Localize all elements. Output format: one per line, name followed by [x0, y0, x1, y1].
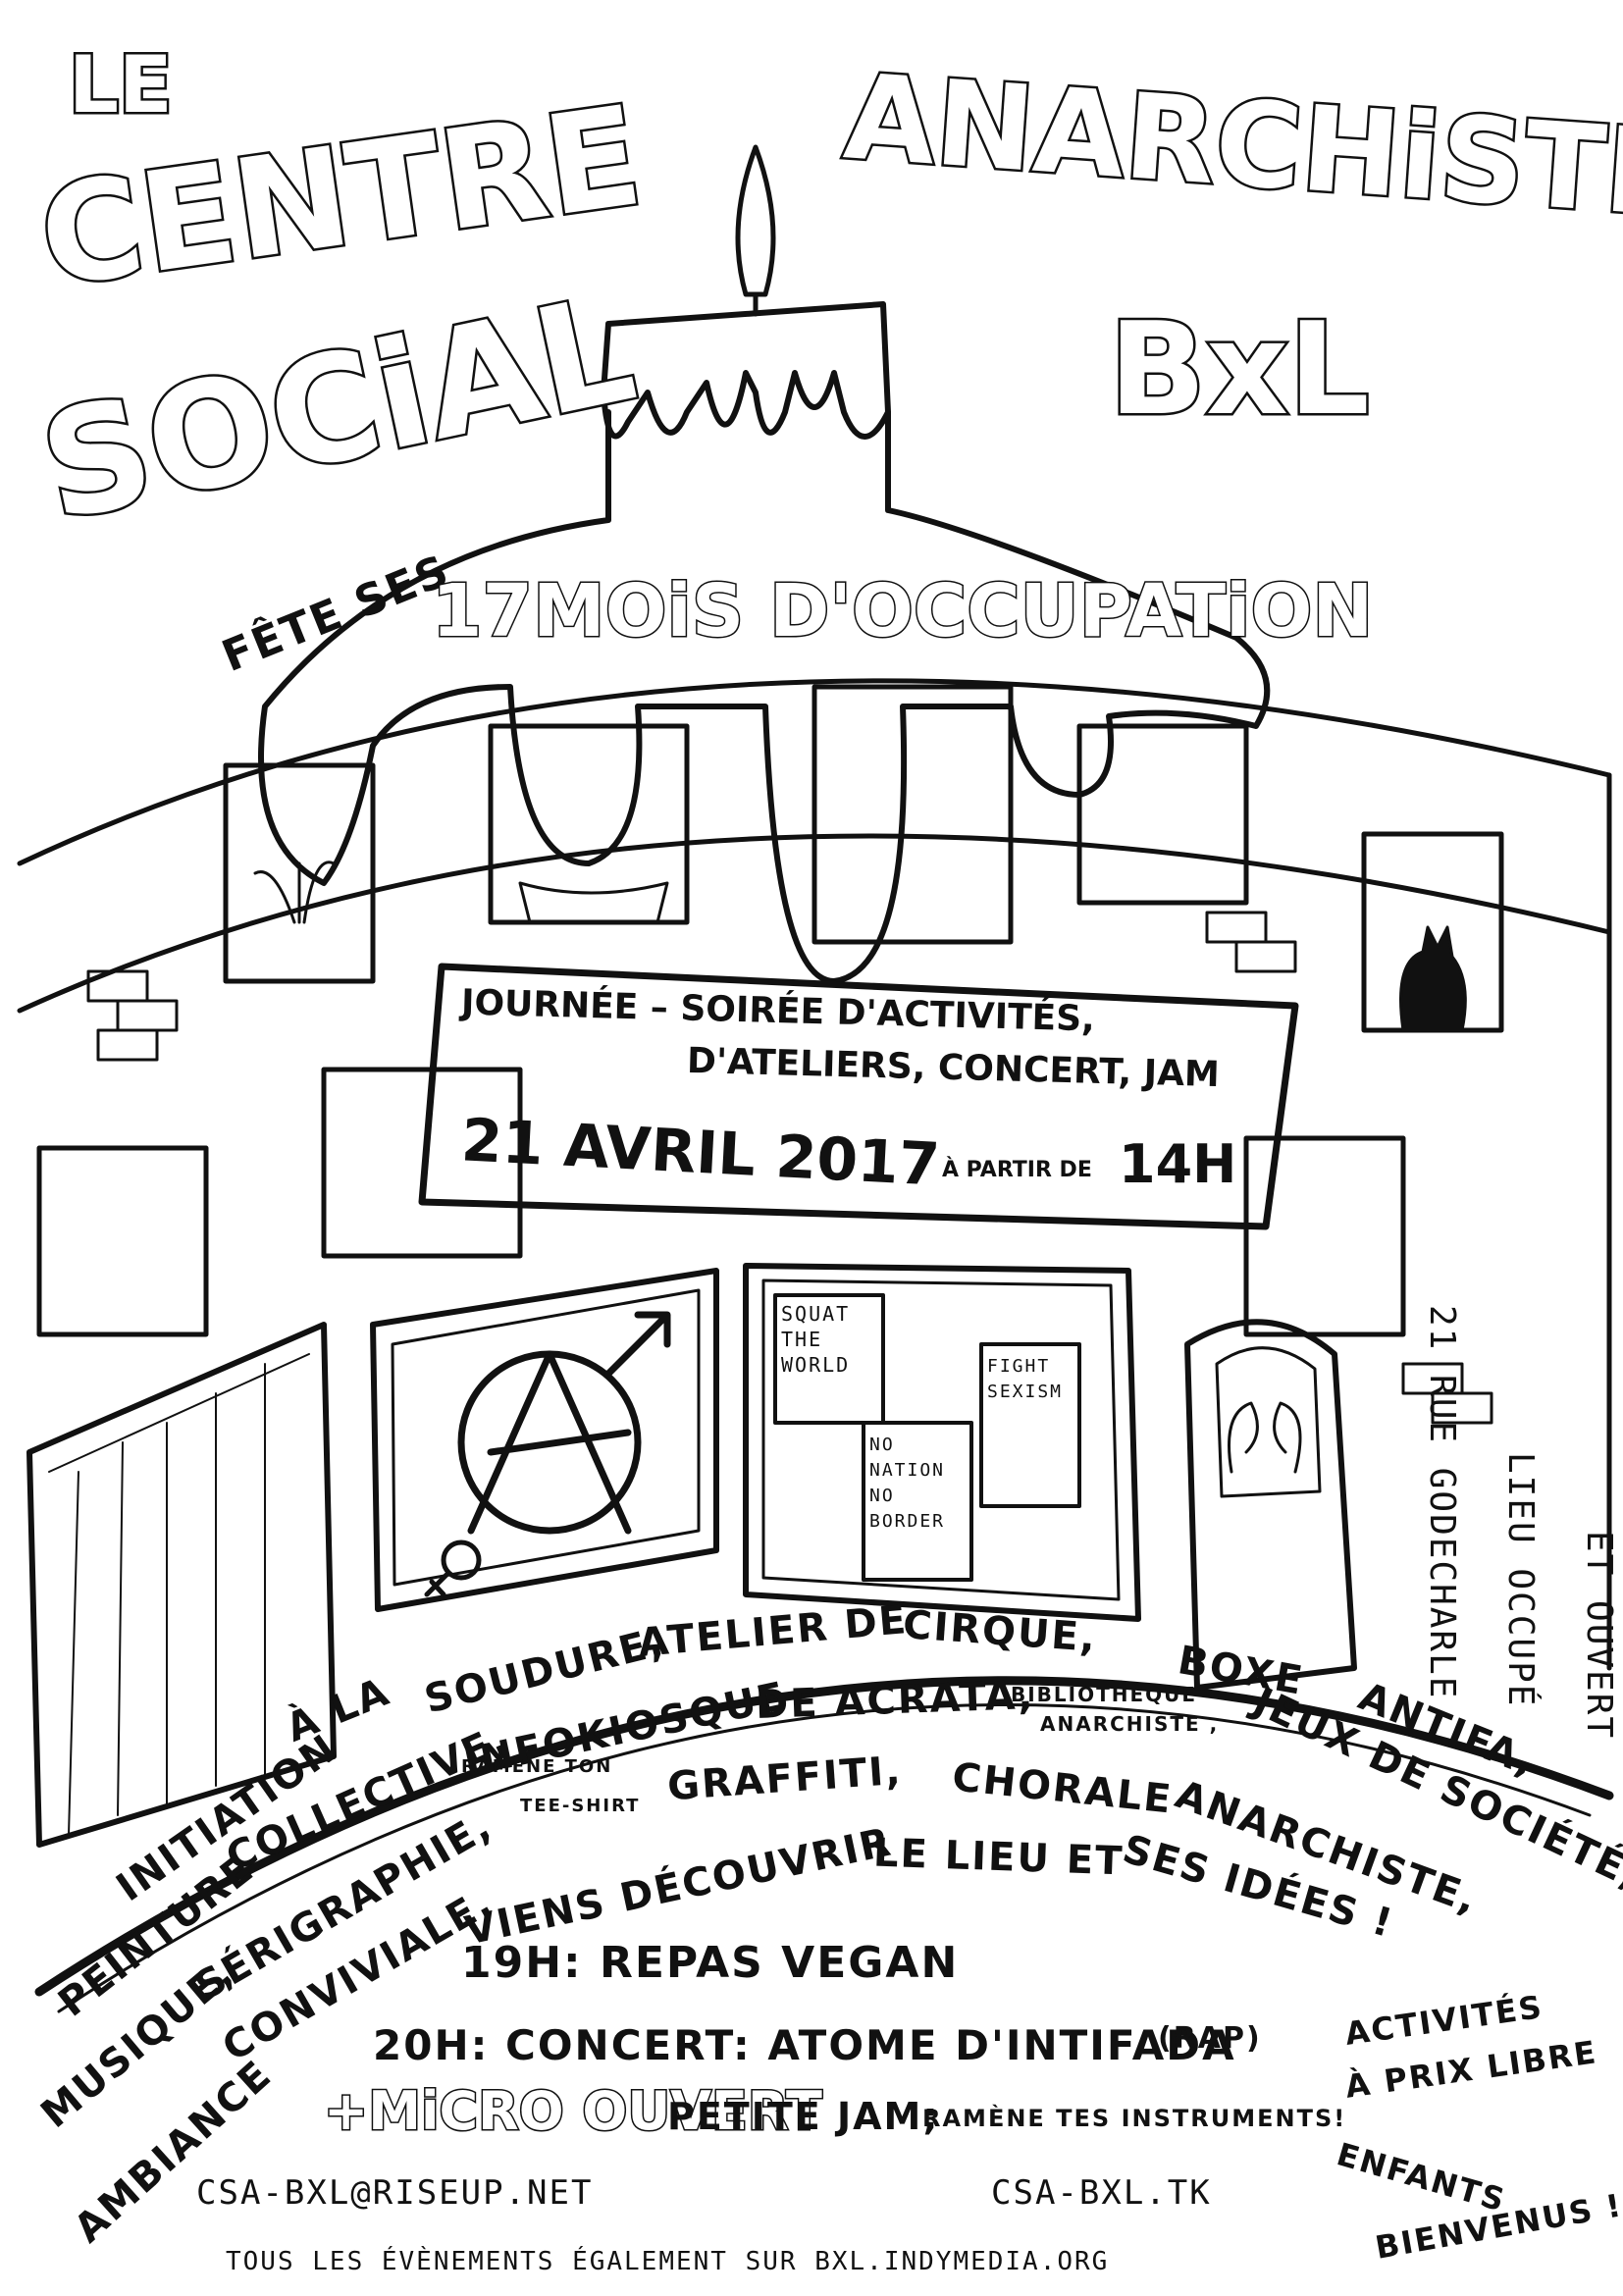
shop-window-right — [743, 1263, 1141, 1622]
shop-window-left — [370, 1268, 719, 1612]
poster-no-nation — [862, 1421, 973, 1582]
poster-squat-text: SQUAT THE WORLD — [781, 1301, 879, 1378]
plant-icon — [253, 861, 336, 924]
candle-icon — [601, 301, 891, 440]
poster-squat — [773, 1293, 885, 1425]
banner-a-partir: À PARTIR DE — [942, 1158, 1092, 1182]
schedule-instruments: RAMÈNE TES INSTRUMENTS! — [922, 2105, 1347, 2132]
address-line1: 21 RUE GODECHARLE — [1422, 1305, 1462, 1700]
title-bxl: BxL — [1107, 292, 1373, 446]
schedule-repas: 19H: REPAS VEGAN — [461, 1938, 960, 1988]
front-door — [1184, 1319, 1357, 1691]
schedule-jam: PETITE JAM; — [667, 2095, 940, 2138]
ramene-line2: TEE-SHIRT — [520, 1796, 641, 1816]
poster-no-nation-text: NO NATION NO BORDER — [869, 1433, 971, 1535]
contact-email[interactable]: CSA-BXL@RISEUP.NET — [196, 2173, 594, 2213]
candle-flame-icon — [735, 144, 776, 297]
poster-fight-sexism-text: FIGHT SEXISM — [987, 1354, 1079, 1405]
cat-icon — [1399, 925, 1467, 1032]
banner-time: 14H — [1119, 1133, 1237, 1195]
poster-text-line: THE — [781, 1328, 823, 1351]
poster-text-line: NO — [869, 1435, 895, 1455]
schedule-rap: (RAP) — [1158, 2021, 1262, 2056]
poster-text-line: FIGHT — [987, 1356, 1051, 1377]
contact-footer[interactable]: TOUS LES ÉVÈNEMENTS ÉGALEMENT SUR BXL.IN… — [226, 2247, 1110, 2276]
poster-text-line: BORDER — [869, 1511, 946, 1532]
mois-occupation: 17MOiS D'OCCUPATiON — [430, 568, 1374, 655]
cake-icon — [258, 409, 1271, 984]
garage-door — [26, 1322, 337, 1848]
poster-text-line: NATION — [869, 1460, 946, 1481]
poster-text-line: NO — [869, 1486, 895, 1506]
biblio-line2: ANARCHISTE , — [1040, 1712, 1220, 1736]
contact-site[interactable]: CSA-BXL.TK — [991, 2173, 1212, 2213]
title-le: LE — [67, 37, 176, 133]
address-line2: LIEU OCCUPÉ — [1500, 1452, 1541, 1708]
schedule-micro: +MiCRO OUVERT — [323, 2079, 824, 2144]
ground-arc — [34, 1676, 1614, 1997]
activity-row4-w3: LE LIEU ET — [872, 1830, 1126, 1885]
banner-box — [418, 963, 1299, 1230]
poster-fight-sexism — [979, 1342, 1081, 1508]
window-icon — [223, 762, 376, 984]
ramene-line1: RAMÈNE TON — [461, 1756, 613, 1777]
poster-text-line: SQUAT — [781, 1302, 851, 1326]
poster-text-line: WORLD — [781, 1353, 851, 1377]
flower-pot-icon — [518, 881, 669, 924]
poster-text-line: SEXISM — [987, 1382, 1064, 1402]
address-line3: ET OUVERT — [1579, 1531, 1619, 1741]
biblio-line1: BIBLIOTHÈQUE — [1011, 1683, 1198, 1706]
schedule-concert: 20H: CONCERT: ATOME D'INTIFADA — [373, 2021, 1236, 2069]
